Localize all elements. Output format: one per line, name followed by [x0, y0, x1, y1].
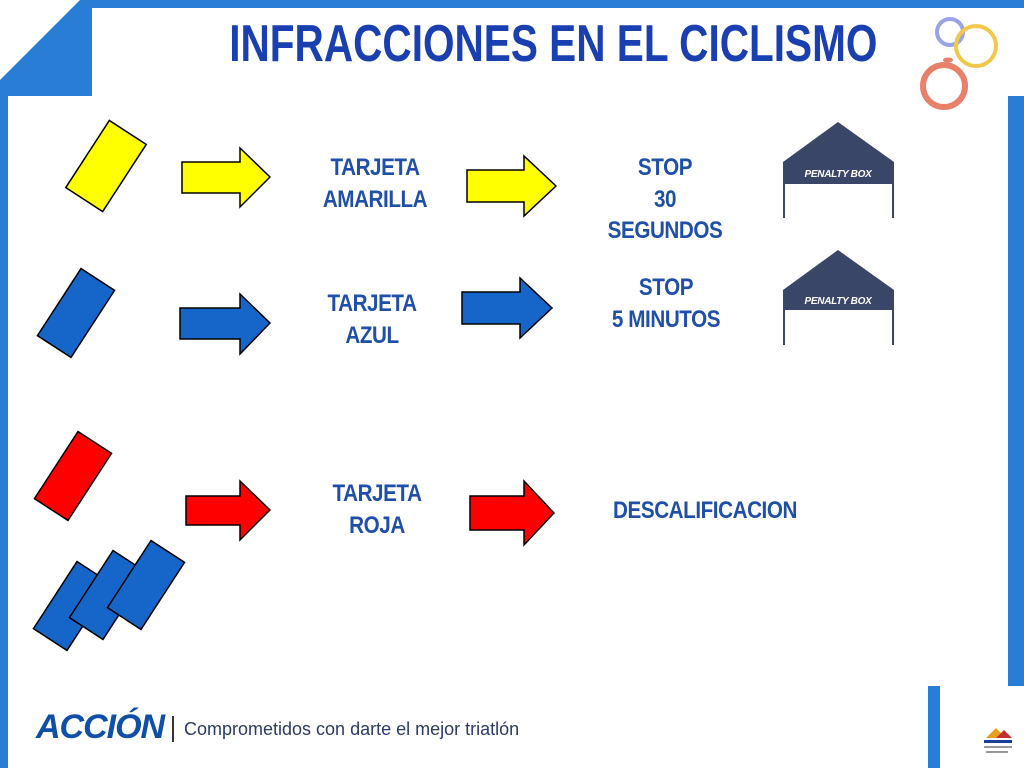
card-label: TARJETA ROJA — [313, 478, 442, 541]
arrow-right-icon — [469, 479, 556, 547]
arrow-right-icon — [179, 292, 272, 356]
penalty-box-tent-icon: PENALTY BOX — [783, 250, 894, 345]
blue-card-icon — [36, 267, 116, 359]
page-title: INFRACCIONES EN EL CICLISMO — [229, 15, 878, 73]
result-line: 30 — [653, 185, 677, 213]
arrow-right-icon — [461, 276, 554, 340]
result-line: SEGUNDOS — [607, 217, 723, 245]
card-label: TARJETA AMARILLA — [311, 152, 440, 215]
footer-brand: ACCIÓN — [36, 708, 165, 746]
result-line: DESCALIFICACION — [613, 497, 797, 524]
olympic-rings-logo-icon — [920, 17, 998, 110]
penalty-result: STOP 5 MINUTOS — [589, 272, 744, 335]
card-label-line: TARJETA — [327, 290, 417, 317]
yellow-card-icon — [64, 119, 148, 213]
card-label-line: AZUL — [345, 321, 399, 349]
result-line: STOP — [637, 154, 693, 181]
card-label-line: AMARILLA — [322, 185, 428, 213]
card-label-line: TARJETA — [332, 480, 422, 507]
red-card-icon — [33, 430, 113, 522]
bottom-right-corner-white — [940, 686, 1024, 768]
footer-tagline: Comprometidos con darte el mejor triatló… — [184, 719, 520, 739]
arrow-right-icon — [466, 154, 558, 218]
penalty-box-tent-icon: PENALTY BOX — [783, 122, 894, 218]
result-line: 5 MINUTOS — [611, 305, 721, 333]
card-label-line: ROJA — [349, 511, 405, 539]
card-label: TARJETA AZUL — [308, 288, 437, 351]
title-banner — [92, 8, 1024, 96]
card-label-line: TARJETA — [330, 154, 420, 181]
blue-card-icon — [106, 539, 186, 631]
arrow-right-icon — [181, 146, 272, 209]
footer-divider — [172, 716, 174, 742]
footer-band — [8, 686, 928, 768]
triathlon-federation-logo-icon — [984, 728, 1012, 753]
penalty-result: DESCALIFICACION — [589, 495, 821, 527]
arrow-right-icon — [185, 479, 272, 542]
penalty-result: STOP 30 SEGUNDOS — [601, 152, 730, 247]
penalty-box-label: PENALTY BOX — [805, 296, 874, 307]
top-left-corner-white — [0, 0, 80, 80]
result-line: STOP — [638, 274, 694, 301]
penalty-box-label: PENALTY BOX — [805, 169, 874, 180]
